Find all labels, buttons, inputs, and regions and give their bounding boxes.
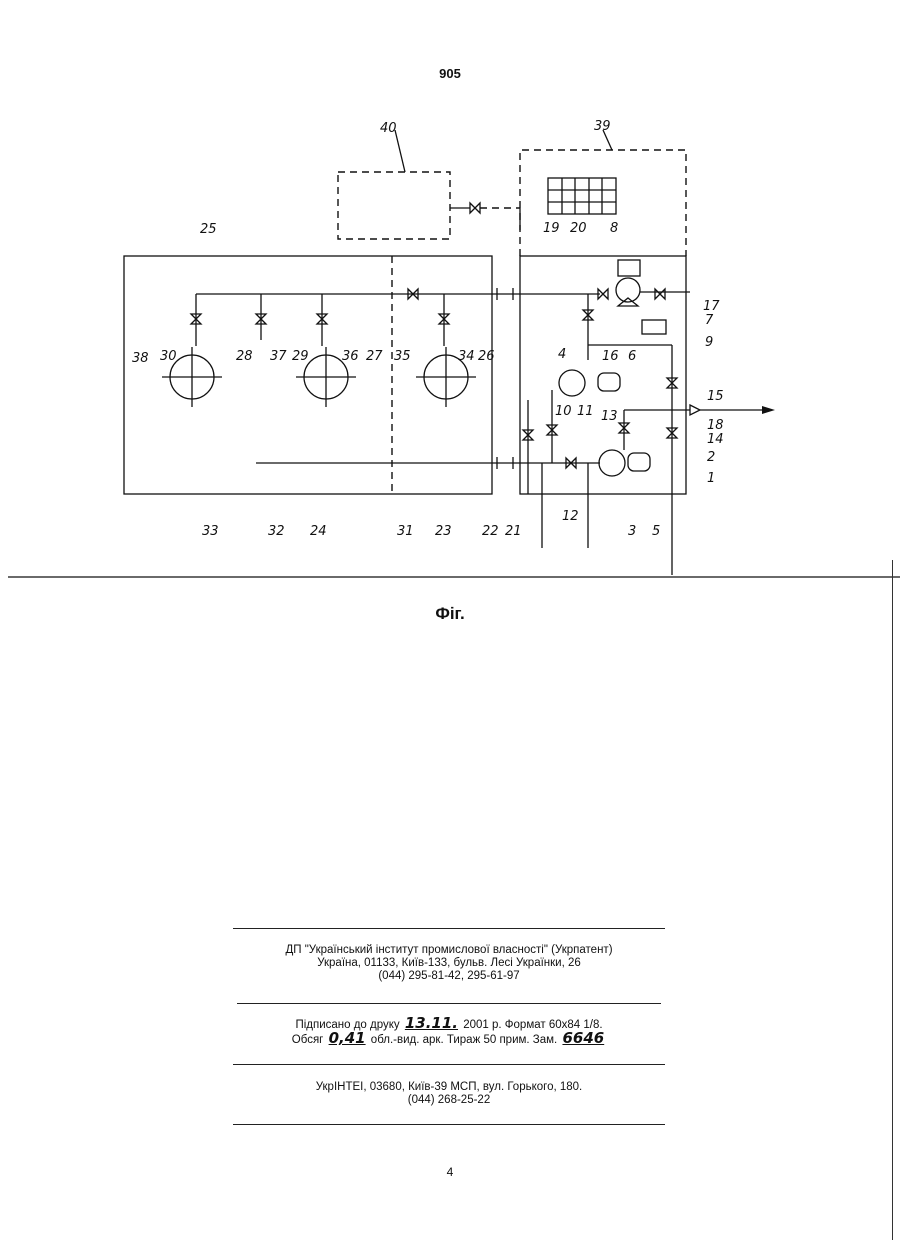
label: 2 (707, 450, 715, 465)
label: 6 (628, 349, 636, 364)
technical-diagram: 40 39 25 19 20 8 17 7 9 38 30 28 37 29 3… (0, 0, 900, 600)
printer-line: УкрІНТЕІ, 03680, Київ-39 МСП, вул. Горьк… (233, 1081, 665, 1094)
label: 7 (705, 313, 714, 328)
figure-caption: Фіг. (0, 604, 900, 624)
label: 9 (705, 335, 713, 350)
printer-line: (044) 268-25-22 (233, 1094, 665, 1107)
label: 4 (558, 347, 566, 362)
label: 3 (628, 524, 636, 539)
label: 19 (543, 221, 560, 236)
label: 27 (366, 349, 383, 364)
label: 25 (200, 222, 217, 237)
label: 39 (594, 119, 611, 134)
label: 22 (482, 524, 499, 539)
label: 38 (132, 351, 149, 366)
tank-group (162, 294, 476, 407)
imprint-print-data: Підписано до друку 13.11. 2001 р. Формат… (233, 1017, 665, 1047)
label: 1 (707, 471, 715, 486)
panel-grid (548, 178, 616, 214)
label: 11 (577, 404, 594, 419)
volume-mid: обл.-вид. арк. Тираж 50 прим. Зам. (371, 1034, 557, 1046)
label: 29 (292, 349, 309, 364)
publisher-line: ДП "Український інститут промислової вла… (233, 944, 665, 957)
figure-labels: 40 39 25 19 20 8 17 7 9 38 30 28 37 29 3… (132, 119, 724, 539)
scan-edge-line (892, 560, 893, 1240)
volume-line: Обсяг 0,41 обл.-вид. арк. Тираж 50 прим.… (233, 1032, 665, 1047)
label: 17 (703, 299, 720, 314)
imprint-rule-top (233, 928, 665, 929)
volume-value: 0,41 (327, 1029, 368, 1047)
imprint-rule-mid (237, 1003, 661, 1004)
label: 16 (602, 349, 619, 364)
imprint-publisher: ДП "Український інститут промислової вла… (233, 944, 665, 983)
publisher-line: Україна, 01133, Київ-133, бульв. Лесі Ук… (233, 957, 665, 970)
label: 21 (505, 524, 522, 539)
label: 37 (270, 349, 287, 364)
label: 5 (652, 524, 660, 539)
label: 40 (380, 121, 397, 136)
label: 31 (397, 524, 414, 539)
publisher-line: (044) 295-81-42, 295-61-97 (233, 970, 665, 983)
label: 32 (268, 524, 285, 539)
label: 18 (707, 418, 724, 433)
label: 14 (707, 432, 724, 447)
label: 35 (394, 349, 411, 364)
signed-date: 13.11. (403, 1014, 460, 1032)
label: 30 (160, 349, 177, 364)
label: 34 (458, 349, 475, 364)
block-40 (338, 172, 450, 239)
order-number: 6646 (560, 1029, 606, 1047)
imprint-rule-lower (233, 1064, 665, 1065)
label: 13 (601, 409, 618, 424)
label: 15 (707, 389, 724, 404)
imprint-printer: УкрІНТЕІ, 03680, Київ-39 МСП, вул. Горьк… (233, 1081, 665, 1107)
label: 23 (435, 524, 452, 539)
label: 20 (570, 221, 587, 236)
label: 12 (562, 509, 579, 524)
housing-23 (124, 256, 492, 494)
label: 24 (310, 524, 327, 539)
bottom-page-number: 4 (0, 1165, 900, 1179)
block-39 (520, 150, 686, 256)
volume-prefix: Обсяг (292, 1034, 324, 1046)
label: 36 (342, 349, 359, 364)
label: 26 (478, 349, 495, 364)
label: 10 (555, 404, 572, 419)
label: 33 (202, 524, 219, 539)
imprint-rule-bottom (233, 1124, 665, 1125)
label: 8 (610, 221, 618, 236)
label: 28 (236, 349, 253, 364)
